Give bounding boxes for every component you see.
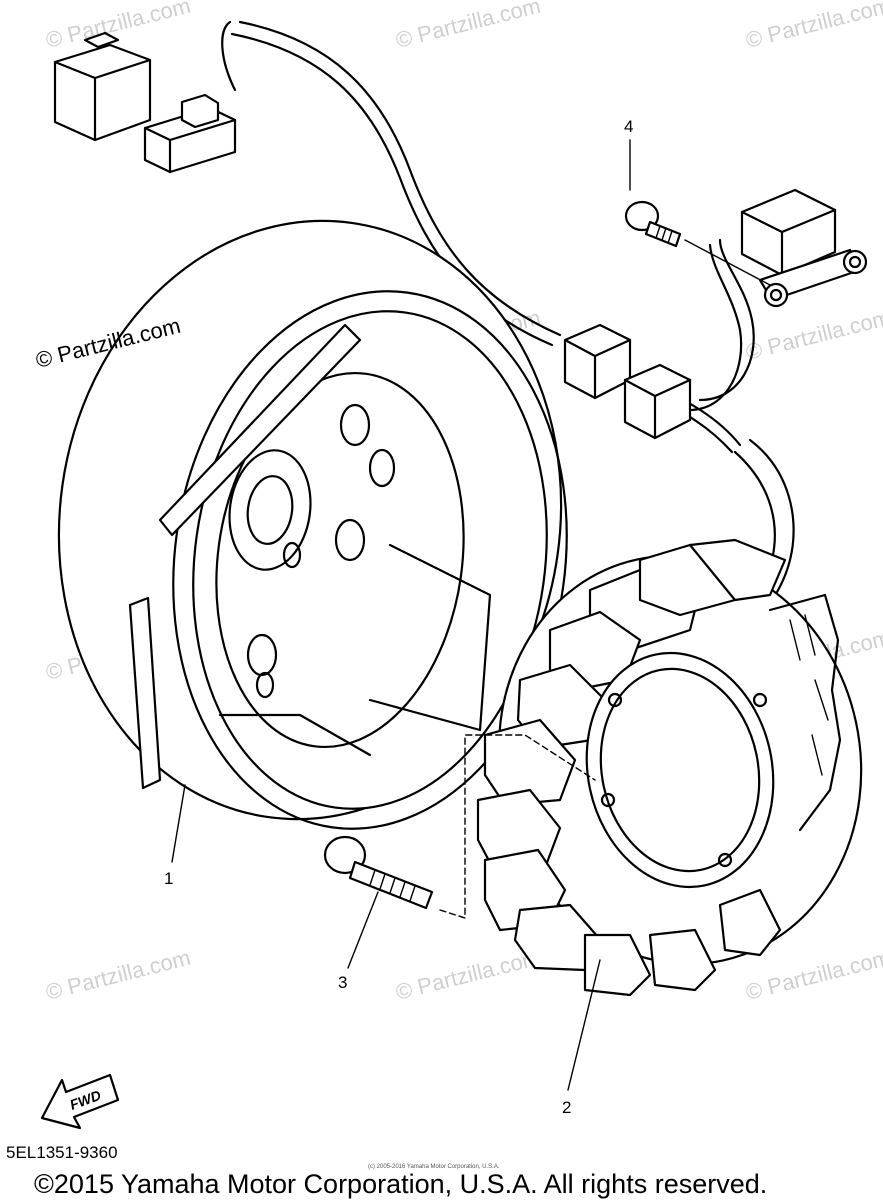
flywheel-rotor (57, 219, 568, 830)
diagram-code: 5EL1351-9360 (6, 1143, 118, 1162)
stator-coil (476, 538, 863, 997)
fwd-arrow-icon: FWD (40, 1073, 120, 1130)
callout-1: 1 (164, 869, 173, 888)
leader-lines (171, 784, 601, 1091)
small-notice: (c) 2005-2016 Yamaha Motor Corporation, … (368, 1164, 500, 1170)
callout-3: 3 (338, 973, 347, 992)
left-connectors (53, 31, 237, 174)
watermark: © Partzilla.com (43, 0, 193, 53)
mid-connectors (563, 323, 692, 440)
copyright-notice: ©2015 Yamaha Motor Corporation, U.S.A. A… (34, 1169, 767, 1199)
bolt-3 (323, 835, 434, 910)
watermark: © Partzilla.com (743, 945, 883, 1005)
watermark: © Partzilla.com (393, 0, 543, 53)
pickup-coil (740, 188, 868, 308)
callout-4: 4 (624, 117, 633, 136)
watermark: © Partzilla.com (393, 945, 543, 1005)
watermark: © Partzilla.com (743, 305, 883, 365)
watermark: © Partzilla.com (43, 945, 193, 1005)
screw-4 (624, 139, 771, 286)
watermark: © Partzilla.com (743, 0, 883, 53)
callout-2: 2 (562, 1098, 571, 1117)
